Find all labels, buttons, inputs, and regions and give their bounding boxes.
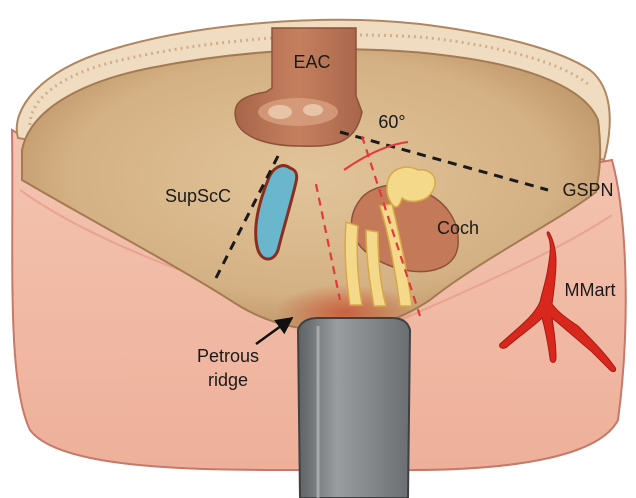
retractor-blade	[298, 318, 410, 498]
petrous-label-line1: Petrous	[197, 346, 259, 366]
eac-ossicle-2	[303, 104, 323, 116]
angle-label: 60°	[378, 112, 405, 132]
petrous-label-line2: ridge	[208, 370, 248, 390]
eac-ossicle-1	[268, 105, 292, 119]
gspn-label: GSPN	[562, 180, 613, 200]
coch-label: Coch	[437, 218, 479, 238]
supscc-label: SupScC	[165, 186, 231, 206]
eac-label: EAC	[293, 52, 330, 72]
mmart-label: MMart	[565, 280, 616, 300]
